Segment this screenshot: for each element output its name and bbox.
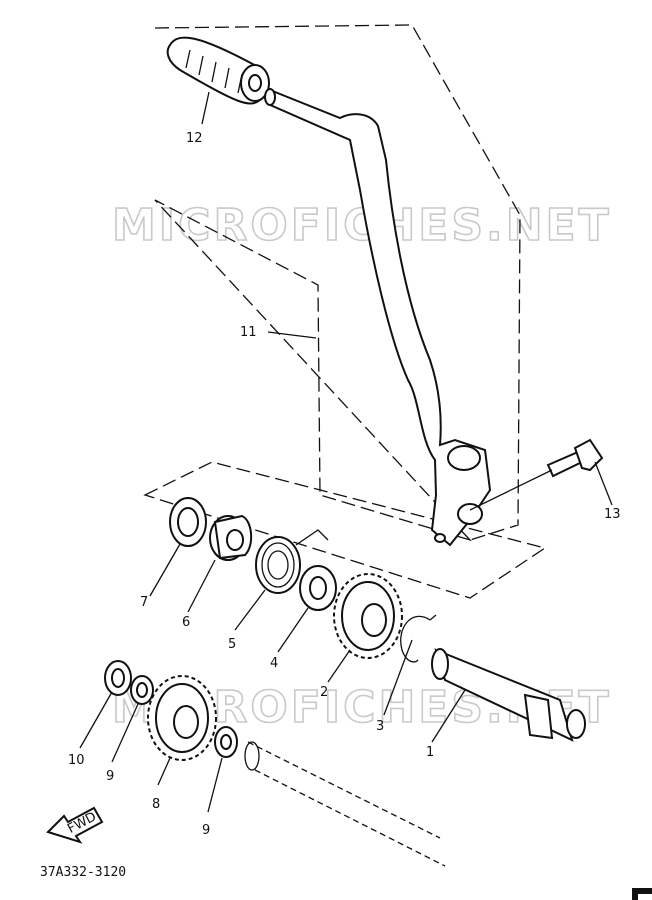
kick-axle-part — [431, 648, 586, 742]
callout-11: 11 — [240, 325, 257, 340]
callout-2: 2 — [320, 685, 328, 700]
clip-part — [400, 614, 437, 663]
torsion-spring-part — [255, 529, 329, 594]
bolt-part — [469, 438, 613, 511]
leader-lines — [79, 91, 466, 813]
callout-5: 5 — [228, 637, 236, 652]
kick-axle-group-outline — [143, 461, 547, 599]
kick-grip-part — [166, 36, 270, 105]
corner-mark — [632, 888, 652, 900]
callout-1: 1 — [426, 745, 434, 760]
washer-part-9a — [130, 675, 154, 705]
idle-gear-part — [147, 675, 217, 761]
callout-10: 10 — [68, 753, 85, 768]
callout-9-upper: 9 — [106, 769, 114, 784]
circlip-part — [104, 660, 132, 696]
callout-8: 8 — [152, 797, 160, 812]
washer-part-9b — [214, 726, 238, 758]
callout-6: 6 — [182, 615, 190, 630]
callout-4: 4 — [270, 656, 278, 671]
reference-shaft — [244, 741, 446, 867]
watermark-top: MICROFICHES.NET — [112, 200, 612, 251]
fwd-arrow-icon: FWD — [46, 806, 104, 844]
washer-part-4 — [299, 565, 337, 611]
callout-13: 13 — [604, 507, 621, 522]
spring-guide-part — [209, 514, 253, 561]
oil-seal-part — [169, 497, 207, 547]
callout-3: 3 — [376, 719, 384, 734]
kick-lever-part — [264, 88, 492, 547]
kick-lever-group-outline — [154, 24, 521, 542]
callout-12: 12 — [186, 131, 203, 146]
kick-gear-part — [333, 573, 403, 659]
callout-9-lower: 9 — [202, 823, 210, 838]
callout-7: 7 — [140, 595, 148, 610]
diagram-code: 37A332-3120 — [40, 865, 126, 880]
